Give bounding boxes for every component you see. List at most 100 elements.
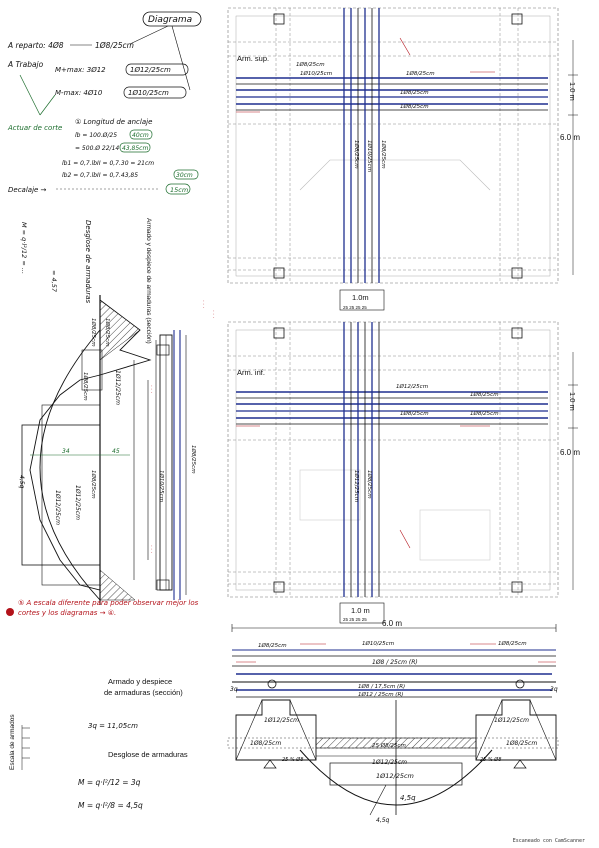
section-bar-top-2: 1Ø10/25cm (362, 640, 394, 647)
plan-top-note-1: 1Ø8/25cm (296, 61, 325, 68)
plan-top-note-3: 1Ø8/25cm (406, 70, 435, 77)
m-formula-1: M = q·l²/12 = 3q (78, 778, 141, 787)
plan-bottom-col-label-1: 1Ø12/25cm (353, 470, 360, 502)
escala-label: Escala de armados (9, 714, 16, 770)
plan-bottom-bottom-dims: 25 25 25 25 (343, 617, 367, 622)
desglose-printed: Desglose de armaduras (108, 750, 188, 759)
moment-formula-2: = 4,57 (50, 270, 58, 293)
plan-bottom-note-1: 1Ø12/25cm (396, 383, 428, 390)
red-note: ⑤ A escala diferente para poder observar… (6, 599, 199, 617)
red-note-text: ⑤ A escala diferente para poder observar… (18, 599, 199, 617)
armado-despiece-line-1: Armado y despiece (108, 677, 172, 686)
plan-top-col-label-3: 1Ø8/25cm (380, 140, 387, 169)
vdiag-label-1: 1Ø8/25cm (90, 318, 97, 347)
label-45: 45 (112, 448, 120, 455)
plan-top-col-label-1: 1Ø8/25cm (353, 140, 360, 169)
section-diag-center-2: 1Ø12/25cm (372, 759, 407, 766)
plan-bottom: Arm. inf. 1Ø12/25cm 1Ø8/25cm 1Ø8/25cm 1Ø… (227, 321, 580, 632)
m-max-neg-value: 1Ø10/25cm (128, 89, 169, 97)
vdiag-label-7: 1Ø8/25cm (90, 470, 97, 499)
plan-top-dim-side: 1.0 m (568, 82, 577, 101)
section-left-tiny: 25 % Ø8 (282, 756, 303, 763)
m-max-pos-text: M+max: 3Ø12 (55, 66, 106, 74)
anclaje-line-3: lb1 = 0,7.lbII = 0,7.30 = 21cm (62, 160, 154, 167)
label-45q-left: 4,5q (18, 475, 25, 489)
decalaje-result: 15cm (170, 186, 188, 194)
svg-text:· · ·: · · · (148, 385, 154, 393)
vdiag-label-6: 1Ø12/25cm (114, 370, 121, 405)
plan-top-col-label-2: 1Ø10/25cm (366, 140, 373, 172)
plan-bottom-note-4: 1Ø8/25cm (400, 410, 429, 417)
plan-bottom-col-label-2: 1Ø8/25cm (366, 470, 373, 499)
plan-top-bottom-dims: 25 25 25 25 (343, 305, 367, 310)
anclaje-line-2: = 500.Ø 22/14 (75, 145, 119, 152)
svg-text:· · ·: · · · (200, 300, 206, 308)
section-bar-top-1: 1Ø8/25cm (258, 642, 287, 649)
section-bar-lower-1: 1Ø8 / 17,5cm (R) (358, 683, 405, 690)
vdiag-label-2: 1Ø8/25cm (104, 318, 111, 347)
plan-top: Arm. sup. 1Ø8/25cm 1Ø10/25cm 1Ø8/25cm 1Ø… (227, 7, 580, 311)
section-diag-bottom: 1Ø12/25cm (376, 772, 414, 780)
armado-despiece-line-2: de armaduras (sección) (104, 688, 183, 697)
section-label-3q-left: 3q (230, 686, 238, 693)
section-right-tiny: 25 % Ø8 (480, 756, 501, 763)
a-reparto-text: A reparto: 4Ø8 (7, 41, 64, 50)
vdiag-label-9: 1Ø8/25cm (190, 445, 197, 474)
plan-bottom-dim-6m-side: 6.0 m (560, 448, 580, 457)
scanner-footer: Escaneado con CamScanner (512, 838, 585, 844)
plan-bottom-note-2: 1Ø8/25cm (470, 391, 499, 398)
plan-top-note-5: 1Ø8/25cm (400, 103, 429, 110)
anclaje-line-4: lb2 = 0,7.lbII = 0,7.43,85 (62, 172, 138, 179)
anclaje-line-1: lb = 100.Ø/25 (75, 132, 117, 139)
section-label-3q-right: 3q (550, 686, 558, 693)
plan-top-title: Arm. sup. (237, 54, 269, 63)
anclaje-line-4-result: 30cm (176, 172, 193, 179)
vertical-moment-diagram: 34 45 4,5q 1Ø8/25cm 1Ø8/25cm 1Ø8/25cm 1Ø… (18, 295, 216, 605)
section-label-45q-bottom: 4,5q (376, 817, 390, 824)
a-trabajo-text: A Trabajo (7, 60, 44, 69)
section-bar-center: 1Ø8 / 25cm (R) (372, 659, 418, 666)
plan-bottom-title: Arm. inf. (237, 368, 265, 377)
section-bar-lower-2: 1Ø12 / 25cm (R) (358, 691, 403, 698)
plan-bottom-dim-1m: 1.0 m (351, 606, 370, 615)
section-label-4-5q: 4,5q (400, 794, 416, 802)
section-diag-left-1: 1Ø12/25cm (264, 717, 299, 724)
m-formula-2: M = q·l²/8 = 4,5q (78, 801, 143, 810)
section-diag-right-1: 1Ø12/25cm (494, 717, 529, 724)
plan-bottom-dim-side: 1.0 m (568, 392, 577, 411)
section-diag-center-1: 25 Ø8/25cm (372, 742, 406, 749)
lower-left-labels: Escala de armados Armado y despiece de a… (9, 677, 188, 810)
q34-formula: 3q = 11,05cm (88, 722, 138, 730)
section-bar-top-3: 1Ø8/25cm (498, 640, 527, 647)
diagrama-label: Diagrama (148, 15, 192, 25)
plan-top-dim-1m: 1.0m (352, 293, 369, 302)
plan-top-dim-6m: 6.0 m (560, 133, 580, 142)
m-max-neg-text: M-max: 4Ø10 (55, 89, 103, 97)
moment-formula-1: M = q·l²/12 = ... (20, 222, 28, 274)
plan-top-note-4: 1Ø8/25cm (400, 89, 429, 96)
section-diag-right-2: 1Ø8/25cm (506, 740, 537, 747)
decalaje-text: Decalaje → (8, 186, 47, 194)
section-diag-left-2: 1Ø8/25cm (250, 740, 281, 747)
actuar-corte-text: Actuar de corte (7, 124, 62, 132)
longitud-anclaje-title: ① Longitud de anclaje (75, 118, 152, 126)
vdiag-label-4: 1Ø12/25cm (54, 490, 61, 525)
anclaje-line-2-result: 43,85cm (122, 145, 148, 152)
lower-section: 1Ø8/25cm 1Ø10/25cm 1Ø8/25cm 1Ø8 / 25cm (… (227, 640, 559, 824)
m-max-pos-value: 1Ø12/25cm (130, 66, 171, 74)
plan-bottom-note-3: 1Ø8/25cm (470, 410, 499, 417)
armado-despiece-vertical-label: Armado y despiece de armaduras (sección) (145, 218, 152, 344)
a-reparto-value: 1Ø8/25cm (95, 41, 134, 50)
svg-text:· · ·: · · · (148, 545, 154, 553)
plan-top-note-2: 1Ø10/25cm (300, 70, 332, 77)
vdiag-label-5: 1Ø12/25cm (74, 485, 81, 520)
vdiag-label-8: 1Ø10/25cm (158, 470, 165, 502)
label-34: 34 (62, 448, 70, 455)
left-notes: Diagrama A reparto: 4Ø8 1Ø8/25cm A Traba… (7, 11, 202, 344)
anclaje-line-1-result: 40cm (132, 132, 149, 139)
plan-bottom-dim-6m-bottom: 6.0 m (382, 619, 402, 628)
vdiag-label-3: 1Ø8/25cm (82, 372, 89, 401)
svg-text:· · ·: · · · (210, 310, 216, 318)
desglose-vertical-label: Desglose de armaduras (84, 220, 92, 303)
